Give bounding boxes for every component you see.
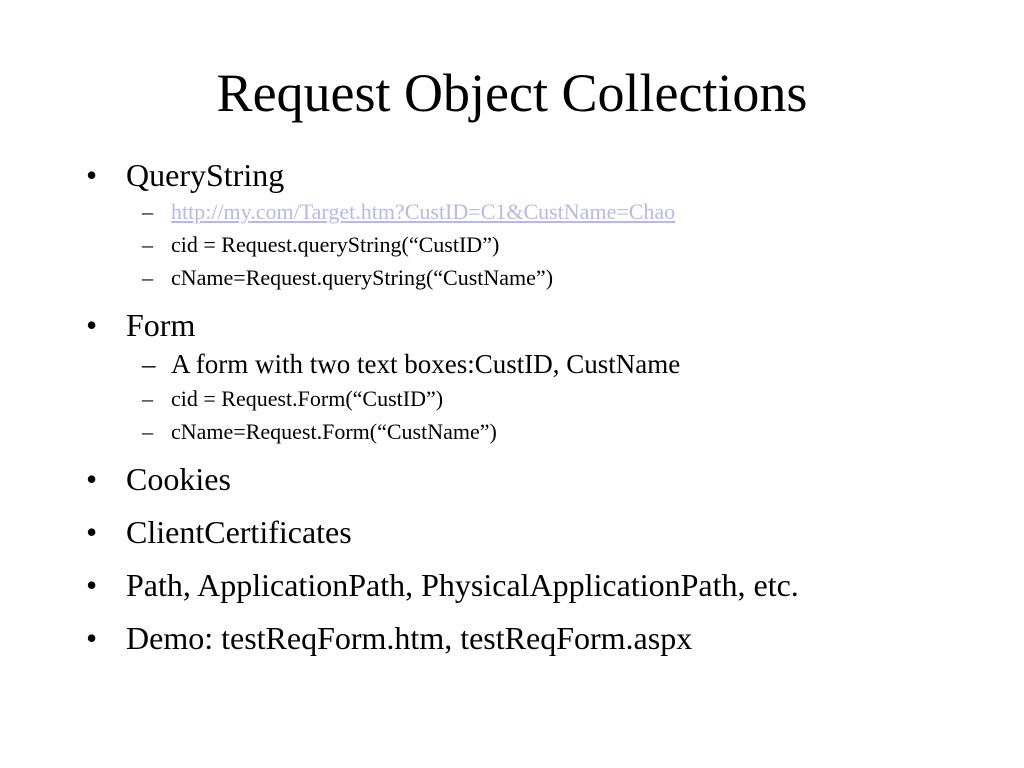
bullet-list: • QueryString – http://my.com/Target.htm… — [86, 156, 966, 672]
sub-bullet-text: A form with two text boxes:CustID, CustN… — [171, 349, 681, 379]
bullet-icon: • — [86, 514, 98, 550]
sub-list: – http://my.com/Target.htm?CustID=C1&Cus… — [126, 199, 966, 291]
dash-icon: – — [142, 386, 153, 411]
sub-bullet-code: – cName=Request.queryString(“CustName”) — [126, 265, 966, 291]
bullet-querystring: • QueryString – http://my.com/Target.htm… — [86, 156, 966, 291]
bullet-demo: • Demo: testReqForm.htm, testReqForm.asp… — [86, 619, 966, 657]
sub-bullet-code: – cid = Request.Form(“CustID”) — [126, 386, 966, 412]
bullet-clientcertificates: • ClientCertificates — [86, 513, 966, 551]
dash-icon: – — [142, 265, 153, 290]
bullet-icon: • — [86, 620, 98, 656]
sub-bullet-code: – cName=Request.Form(“CustName”) — [126, 419, 966, 445]
sub-bullet-text: cName=Request.Form(“CustName”) — [171, 419, 497, 444]
dash-icon: – — [142, 232, 153, 257]
dash-icon: – — [142, 199, 153, 224]
dash-icon: – — [142, 349, 156, 379]
bullet-text: ClientCertificates — [126, 514, 352, 550]
bullet-text: Path, ApplicationPath, PhysicalApplicati… — [126, 567, 799, 603]
example-url-link[interactable]: http://my.com/Target.htm?CustID=C1&CustN… — [171, 199, 676, 224]
sub-bullet-code: – cid = Request.queryString(“CustID”) — [126, 232, 966, 258]
bullet-text: QueryString — [126, 157, 285, 193]
dash-icon: – — [142, 419, 153, 444]
sub-bullet-url: – http://my.com/Target.htm?CustID=C1&Cus… — [126, 199, 966, 225]
bullet-icon: • — [86, 461, 98, 497]
bullet-icon: • — [86, 307, 98, 343]
slide-title: Request Object Collections — [216, 63, 808, 123]
bullet-path: • Path, ApplicationPath, PhysicalApplica… — [86, 566, 966, 604]
bullet-text: Form — [126, 307, 196, 343]
bullet-icon: • — [86, 157, 98, 193]
sub-list: – A form with two text boxes:CustID, Cus… — [126, 349, 966, 445]
bullet-form: • Form – A form with two text boxes:Cust… — [86, 306, 966, 445]
bullet-cookies: • Cookies — [86, 460, 966, 498]
sub-bullet-description: – A form with two text boxes:CustID, Cus… — [126, 349, 966, 379]
sub-bullet-text: cid = Request.queryString(“CustID”) — [171, 232, 500, 257]
bullet-text: Demo: testReqForm.htm, testReqForm.aspx — [126, 620, 693, 656]
bullet-icon: • — [86, 567, 98, 603]
sub-bullet-text: cName=Request.queryString(“CustName”) — [171, 265, 554, 290]
sub-bullet-text: cid = Request.Form(“CustID”) — [171, 386, 444, 411]
bullet-text: Cookies — [126, 461, 231, 497]
